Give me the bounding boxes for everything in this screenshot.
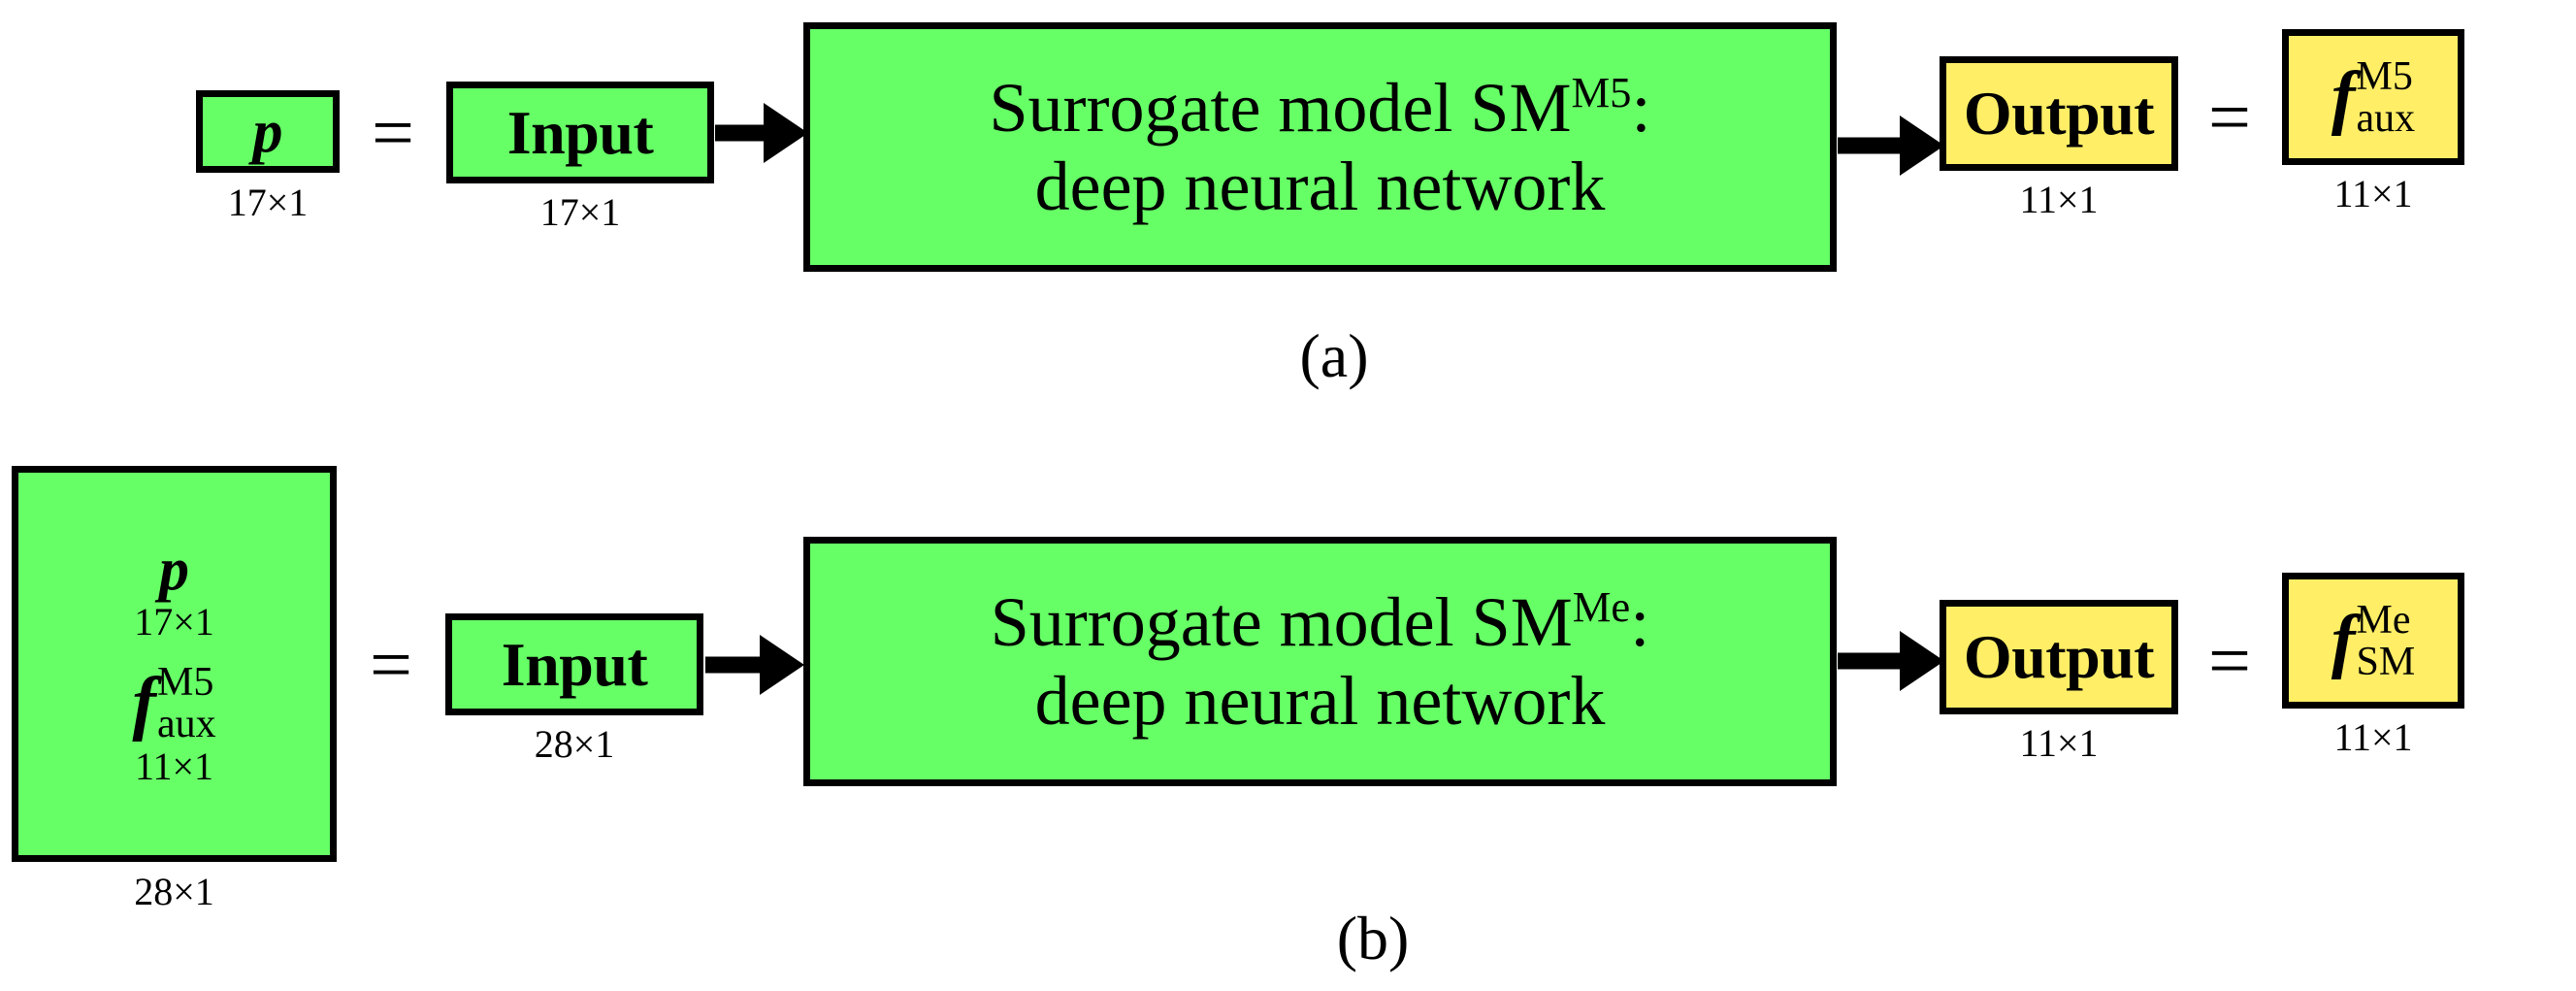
panel-b-input-vector-item2-f: f bbox=[132, 662, 156, 743]
panel-a-model-line1-prefix: Surrogate model SM bbox=[989, 68, 1572, 147]
panel-b-input-vector-item1-dim: 17×1 bbox=[134, 599, 214, 644]
panel-a-model-line1-suffix: : bbox=[1631, 68, 1651, 147]
panel-b-input-vector-stack: p 17×1 f M5 aux 11×1 bbox=[18, 540, 330, 789]
panel-b-arrow-model-to-output bbox=[1838, 631, 1944, 691]
panel-b-model-text: Surrogate model SMMe: deep neural networ… bbox=[991, 583, 1649, 740]
panel-b-input-label: Input bbox=[501, 629, 648, 699]
panel-a-output-block: Output bbox=[1940, 56, 2178, 171]
panel-a-equals-left: = bbox=[372, 90, 414, 175]
panel-a-output-vector-box: f M5 aux bbox=[2282, 29, 2464, 165]
panel-a-output-vector-f: f bbox=[2331, 56, 2356, 137]
panel-b-input-block: Input bbox=[445, 613, 703, 715]
panel-a-equals-right: = bbox=[2208, 75, 2251, 159]
panel-a-output-vector-subscript: aux bbox=[2356, 95, 2416, 141]
panel-a-input-block: Input bbox=[446, 82, 714, 183]
panel-b-model-line1-prefix: Surrogate model SM bbox=[990, 582, 1573, 661]
panel-b-caption: (b) bbox=[1336, 904, 1410, 973]
panel-b-input-block-dim: 28×1 bbox=[534, 722, 615, 766]
panel-a-output-vector-dim: 11×1 bbox=[2333, 172, 2413, 215]
panel-b-input-vector-item2-superscript: M5 bbox=[157, 659, 214, 705]
panel-a-input-vector-box: p bbox=[196, 90, 340, 173]
panel-a-model-text: Surrogate model SMM5: deep neural networ… bbox=[990, 69, 1651, 225]
panel-b-equals-left: = bbox=[370, 622, 412, 707]
panel-a-output-label: Output bbox=[1963, 79, 2155, 148]
panel-a-arrow-input-to-model bbox=[715, 103, 808, 163]
panel-b-model-line1-superscript: Me bbox=[1572, 581, 1631, 631]
panel-a-caption: (a) bbox=[1299, 321, 1369, 390]
panel-a-model-line1-superscript: M5 bbox=[1571, 67, 1632, 116]
panel-b-output-vector-symbol: f Me SM bbox=[2331, 600, 2415, 682]
panel-a-output-block-dim: 11×1 bbox=[2019, 178, 2099, 221]
panel-b-equals-right: = bbox=[2208, 618, 2251, 703]
panel-a-model-line-1: Surrogate model SMM5: bbox=[990, 69, 1651, 148]
panel-a-output-vector-superscript: M5 bbox=[2356, 53, 2413, 99]
panel-b-model-block: Surrogate model SMMe: deep neural networ… bbox=[803, 537, 1837, 786]
panel-b-output-vector-superscript: Me bbox=[2356, 597, 2411, 643]
panel-b-output-vector-subscript: SM bbox=[2356, 639, 2416, 684]
panel-b-output-label: Output bbox=[1963, 622, 2155, 691]
panel-b-model-line-2: deep neural network bbox=[1034, 661, 1606, 740]
panel-b-output-vector-dim: 11×1 bbox=[2333, 715, 2413, 759]
panel-b-model-line1-suffix: : bbox=[1630, 582, 1650, 661]
panel-b-input-vector-item2-dim: 11×1 bbox=[134, 743, 214, 788]
panel-b-output-block: Output bbox=[1940, 600, 2178, 714]
panel-b-input-vector-item1-symbol: p bbox=[159, 536, 189, 603]
panel-b-input-vector-dim: 28×1 bbox=[134, 870, 214, 913]
panel-b-output-block-dim: 11×1 bbox=[2019, 721, 2099, 765]
panel-a-input-vector-dim: 17×1 bbox=[227, 181, 309, 224]
panel-b-model-line-1: Surrogate model SMMe: bbox=[991, 583, 1649, 662]
panel-a-output-vector-symbol: f M5 aux bbox=[2331, 56, 2415, 139]
panel-a-input-block-dim: 17×1 bbox=[539, 190, 621, 234]
panel-b-input-vector-item2-symbol: f M5 aux bbox=[132, 662, 215, 744]
panel-a-model-line-2: deep neural network bbox=[1034, 147, 1606, 225]
panel-b-output-vector-box: f Me SM bbox=[2282, 573, 2464, 709]
panel-a-input-label: Input bbox=[506, 97, 654, 167]
panel-b-input-vector-box: p 17×1 f M5 aux 11×1 bbox=[12, 466, 337, 862]
panel-b-arrow-input-to-model bbox=[705, 635, 804, 695]
panel-b-output-vector-f: f bbox=[2331, 600, 2356, 680]
panel-a-model-block: Surrogate model SMM5: deep neural networ… bbox=[803, 22, 1837, 272]
panel-b-input-vector-item2-subscript: aux bbox=[157, 701, 216, 746]
panel-a-arrow-model-to-output bbox=[1838, 116, 1944, 176]
panel-a-input-vector-symbol: p bbox=[252, 98, 283, 165]
